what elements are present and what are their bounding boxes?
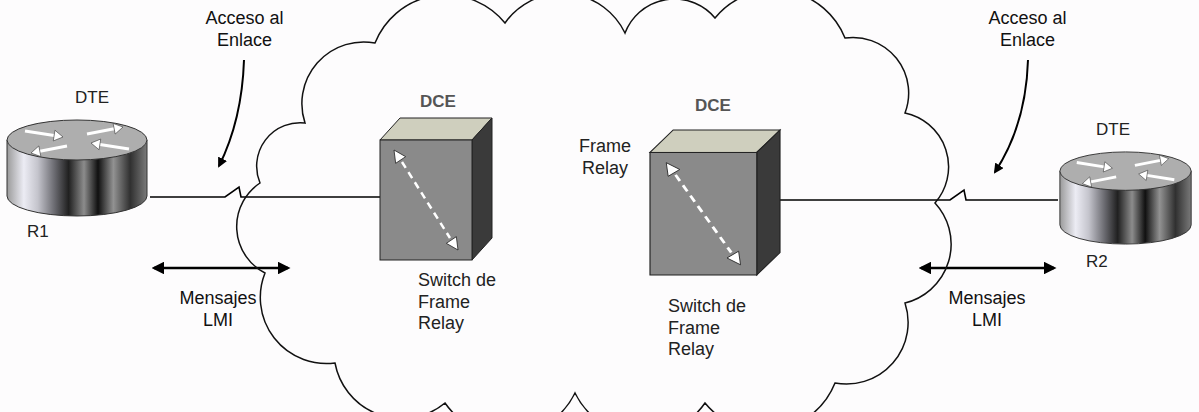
device-role: DCE <box>695 96 755 116</box>
arrow-head <box>1139 170 1148 180</box>
serial-link <box>780 190 1058 200</box>
router-drawing <box>5 118 150 218</box>
pointer-arrow <box>219 60 244 166</box>
arrow-head <box>666 163 680 177</box>
arrow-head <box>53 130 63 141</box>
switch-drawing <box>650 130 780 275</box>
pointer-arrow <box>995 60 1028 172</box>
arrow-shaft <box>100 144 129 149</box>
arrow-head <box>1082 177 1091 187</box>
switch-symbol: DCESwitch de Frame Relay <box>650 130 780 275</box>
device-name: Switch de Frame Relay <box>668 296 764 361</box>
router-arrows <box>25 123 129 156</box>
switch-symbol: DCESwitch de Frame Relay <box>380 118 492 260</box>
device-role: DCE <box>420 92 480 112</box>
arrow-shaft <box>1147 175 1174 179</box>
cloud-path <box>237 0 951 412</box>
switch-front <box>380 140 472 260</box>
arrow-head <box>113 123 123 134</box>
arrow-head <box>394 150 406 163</box>
device-role: DTE <box>75 88 135 108</box>
arrow-head <box>91 139 101 150</box>
message-label: Mensajes LMI <box>937 288 1037 331</box>
double-arrow <box>154 267 288 270</box>
device-name: Switch de Frame Relay <box>418 270 514 335</box>
router-symbol: DTER2 <box>1058 150 1194 246</box>
arrow-shaft <box>25 131 54 136</box>
router-symbol: DTER1 <box>5 118 150 218</box>
arrow-head <box>1159 155 1168 165</box>
message-label: Mensajes LMI <box>168 288 268 331</box>
arrow-head <box>1103 162 1112 172</box>
arrow-head <box>727 251 741 265</box>
link-label: Acceso al Enlace <box>192 8 297 51</box>
switch-path <box>676 175 732 253</box>
router-top <box>7 120 147 160</box>
arrow-shaft <box>1091 177 1116 182</box>
arrow-shaft <box>1077 162 1104 166</box>
double-arrow <box>921 267 1054 270</box>
router-top <box>1060 152 1191 190</box>
arrow-shaft <box>87 129 114 134</box>
switch-path <box>402 162 450 238</box>
device-name: R1 <box>27 222 67 242</box>
device-role: DTE <box>1096 120 1156 140</box>
arrow-head <box>31 146 41 157</box>
serial-link <box>150 187 380 197</box>
cloud-outline <box>245 3 945 409</box>
arrow-head <box>446 237 458 250</box>
arrow-shaft <box>1135 160 1160 165</box>
network-name: Frame Relay <box>565 136 645 179</box>
device-name: R2 <box>1086 252 1126 272</box>
switch-front <box>650 152 757 275</box>
switch-side <box>472 118 492 260</box>
router-drawing <box>1058 150 1194 246</box>
switch-side <box>757 130 780 275</box>
router-arrows <box>1077 155 1175 187</box>
switch-drawing <box>380 118 492 260</box>
link-label: Acceso al Enlace <box>975 8 1080 51</box>
network-cloud: Frame RelayDCESwitch de Frame RelayDCESw… <box>245 3 945 409</box>
arrow-shaft <box>40 146 67 151</box>
